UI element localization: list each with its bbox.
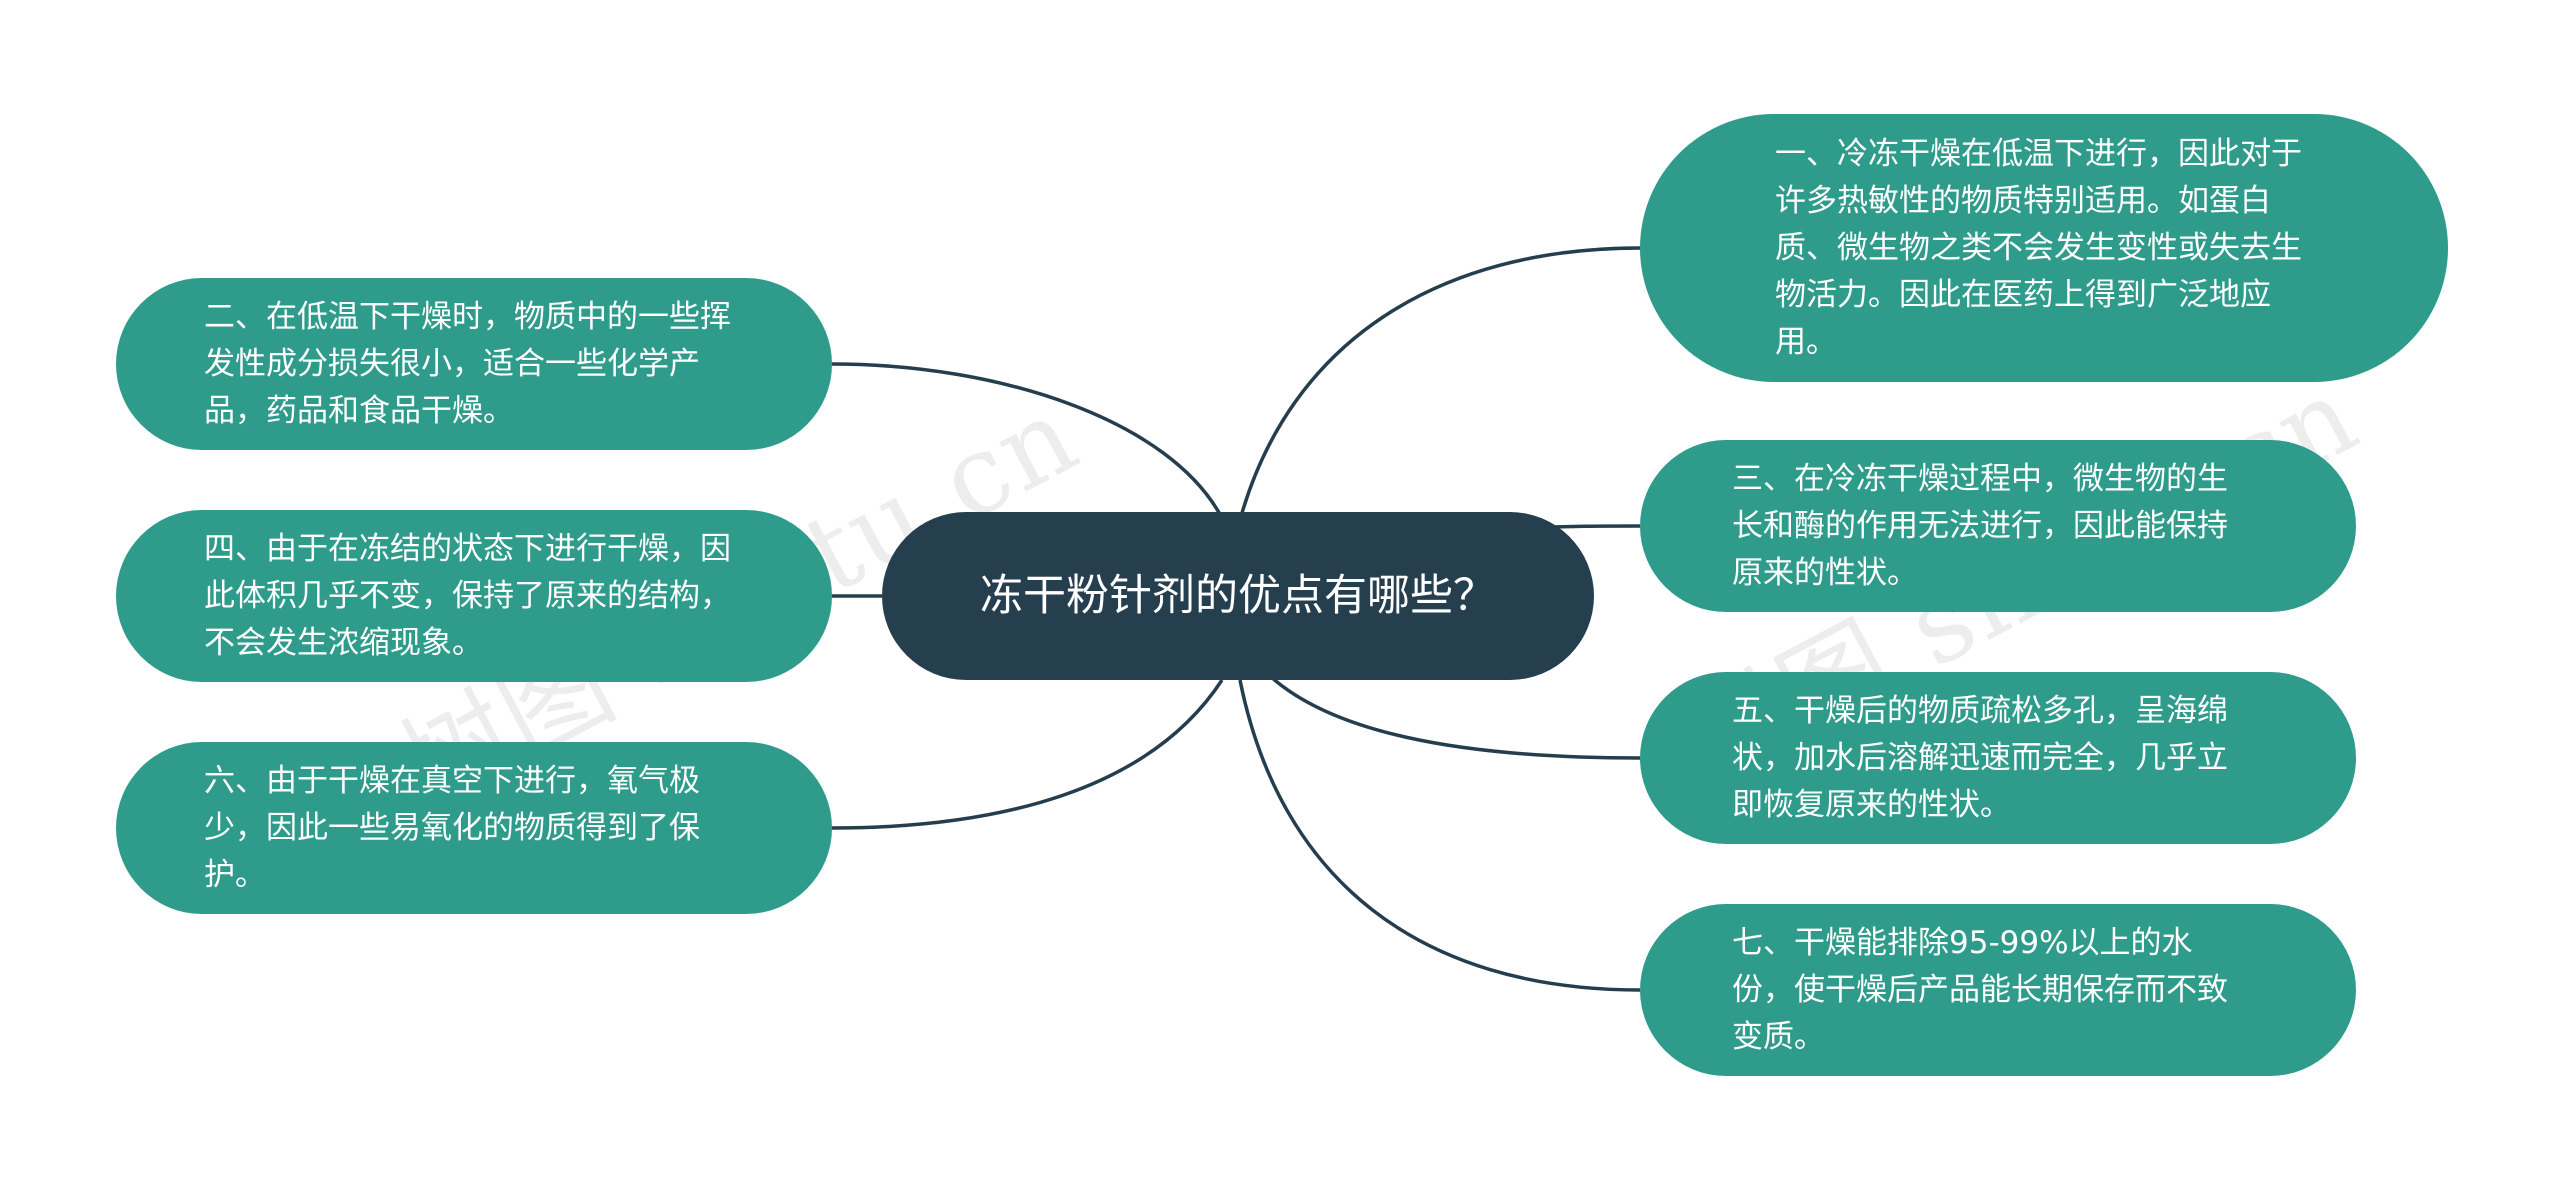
- connector-to-node-2: [831, 362, 1224, 519]
- branch-node-3[interactable]: 三、在冷冻干燥过程中，微生物的生长和酶的作用无法进行，因此能保持原来的性状。: [1640, 440, 2356, 612]
- connector-to-node-7: [1238, 679, 1641, 992]
- branch-node-6-text: 六、由于干燥在真空下进行，氧气极少，因此一些易氧化的物质得到了保护。: [204, 762, 700, 893]
- center-topic-label: 冻干粉针剂的优点有哪些？: [980, 571, 1496, 621]
- branch-node-3-text: 三、在冷冻干燥过程中，微生物的生长和酶的作用无法进行，因此能保持原来的性状。: [1732, 460, 2228, 591]
- branch-node-5-text: 五、干燥后的物质疏松多孔，呈海绵状，加水后溶解迅速而完全，几乎立即恢复原来的性状…: [1732, 692, 2228, 823]
- branch-node-1[interactable]: 一、冷冻干燥在低温下进行，因此对于许多热敏性的物质特别适用。如蛋白质、微生物之类…: [1640, 114, 2448, 382]
- branch-node-2-text: 二、在低温下干燥时，物质中的一些挥发性成分损失很小，适合一些化学产品，药品和食品…: [204, 298, 731, 429]
- connector-to-node-6: [831, 679, 1224, 830]
- branch-node-7[interactable]: 七、干燥能排除95-99%以上的水份，使干燥后产品能长期保存而不致变质。: [1640, 904, 2356, 1076]
- center-topic[interactable]: 冻干粉针剂的优点有哪些？: [882, 512, 1594, 680]
- connector-to-node-1: [1238, 246, 1641, 521]
- branch-node-4-text: 四、由于在冻结的状态下进行干燥，因此体积几乎不变，保持了原来的结构，不会发生浓缩…: [204, 530, 731, 661]
- branch-node-6[interactable]: 六、由于干燥在真空下进行，氧气极少，因此一些易氧化的物质得到了保护。: [116, 742, 832, 914]
- branch-node-5[interactable]: 五、干燥后的物质疏松多孔，呈海绵状，加水后溶解迅速而完全，几乎立即恢复原来的性状…: [1640, 672, 2356, 844]
- branch-node-2[interactable]: 二、在低温下干燥时，物质中的一些挥发性成分损失很小，适合一些化学产品，药品和食品…: [116, 278, 832, 450]
- connector-to-node-5: [1268, 674, 1641, 760]
- branch-node-7-text: 七、干燥能排除95-99%以上的水份，使干燥后产品能长期保存而不致变质。: [1732, 924, 2228, 1055]
- branch-node-4[interactable]: 四、由于在冻结的状态下进行干燥，因此体积几乎不变，保持了原来的结构，不会发生浓缩…: [116, 510, 832, 682]
- branch-node-1-text: 一、冷冻干燥在低温下进行，因此对于许多热敏性的物质特别适用。如蛋白质、微生物之类…: [1775, 135, 2302, 360]
